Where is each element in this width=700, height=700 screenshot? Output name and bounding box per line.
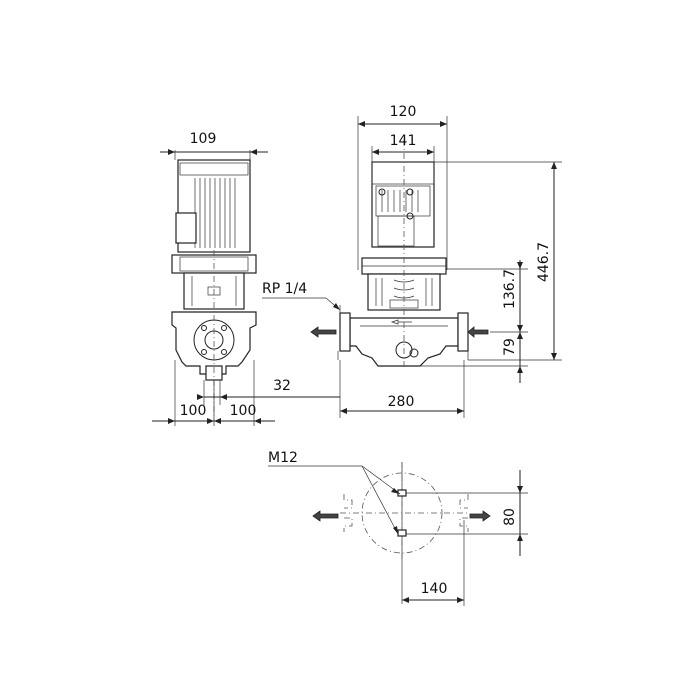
outlet-arrow-icon: [310, 326, 337, 338]
plan-inlet-arrow-icon: [469, 510, 491, 522]
side-view: [152, 149, 340, 426]
dim-label-32: 32: [273, 378, 291, 394]
dim-label-120: 120: [390, 104, 417, 120]
front-motor: [371, 161, 435, 248]
dim-label-280: 280: [388, 394, 415, 410]
dim-label-100-right: 100: [230, 403, 257, 419]
plan-view: [268, 462, 528, 606]
dim-label-79: 79: [502, 338, 518, 356]
left-flange: [339, 312, 351, 352]
dim-label-100-left: 100: [180, 403, 207, 419]
right-flange: [457, 312, 469, 352]
inlet-arrow-icon: [467, 326, 489, 338]
dim-label-141: 141: [390, 133, 417, 149]
label-rp-1-4: RP 1/4: [262, 281, 307, 297]
plan-outlet-arrow-icon: [312, 510, 339, 522]
dim-label-109: 109: [190, 131, 217, 147]
dim-label-136-7: 136.7: [502, 269, 518, 309]
bolt-bottom: [397, 529, 407, 537]
label-m12: M12: [268, 450, 298, 466]
plan-base-circle: [361, 472, 443, 554]
front-view: [262, 116, 562, 418]
dim-label-140: 140: [421, 581, 448, 597]
dim-label-80: 80: [502, 508, 518, 526]
dim-label-446-7: 446.7: [536, 242, 552, 282]
